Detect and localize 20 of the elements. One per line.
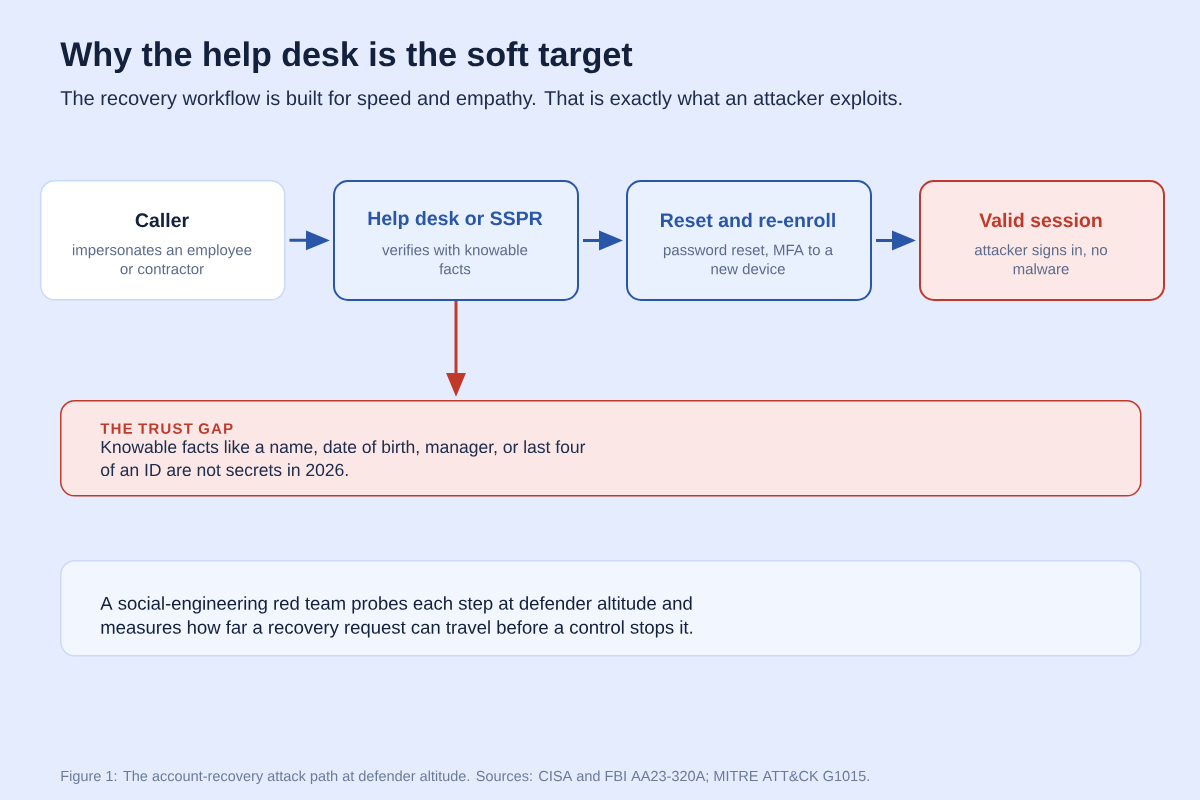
step-box (626, 180, 872, 301)
step-title: Valid session (979, 212, 1102, 228)
caption: Figure 1: The account-recovery attack path at defender altitude. Sources: CISA and FBI AA23-320A; MITRE ATT&CK G1015. (61, 770, 869, 784)
callout-text: Knowable facts like a name, date of birth, manager, or last four of an ID are not secrets in 2026. (101, 440, 586, 477)
title: Why the help desk is the soft target (60, 41, 633, 74)
callout-heading: THE TRUST GAP (100, 423, 233, 434)
step-title: Caller (135, 212, 189, 228)
step-description: verifies with knowable facts (382, 244, 528, 275)
step-description: attacker signs in, no malware (974, 244, 1108, 275)
note-box (60, 560, 1142, 657)
step-box (333, 180, 579, 301)
step-title: Help desk or SSPR (368, 210, 543, 230)
note-text: A social-engineering red team probes each step at defender altitude and measures how far a recovery request can travel before a control stops it. (100, 596, 692, 638)
step-box (40, 180, 286, 301)
subtitle: The recovery workflow is built for speed and empathy. That is exactly what an attacker exploits. (60, 90, 902, 110)
outcome-box (919, 180, 1165, 301)
step-title: Reset and re-enroll (661, 212, 835, 228)
step-description: password reset, MFA to a new device (663, 244, 834, 275)
step-description: impersonates an employee or contractor (72, 244, 252, 275)
callout-box (60, 400, 1142, 497)
